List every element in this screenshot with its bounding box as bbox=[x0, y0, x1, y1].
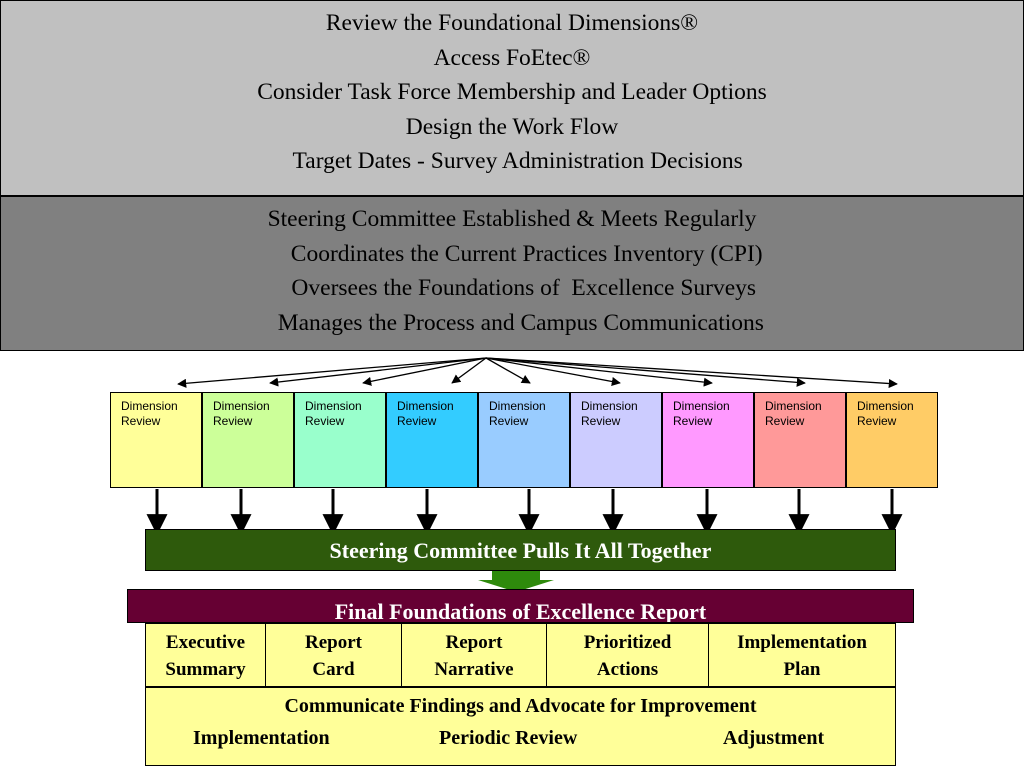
dimension-label: Dimension bbox=[857, 399, 914, 413]
steering-pulls-together-bar: Steering Committee Pulls It All Together bbox=[145, 529, 896, 571]
block-arrow-down bbox=[478, 571, 554, 592]
report-part-report-narrative: Report Narrative bbox=[402, 624, 547, 686]
report-part-line2: Summary bbox=[165, 659, 246, 680]
report-part-line1: Report bbox=[305, 632, 362, 653]
dimension-review-box-6: Dimension Review bbox=[570, 392, 662, 488]
fan-arrow-4 bbox=[451, 357, 487, 384]
steering-duty-2: Coordinates the Current Practices Invent… bbox=[261, 240, 763, 267]
periodic-review-label: Periodic Review bbox=[439, 727, 578, 749]
dimension-label: Dimension bbox=[121, 399, 178, 413]
communicate-title: Communicate Findings and Advocate for Im… bbox=[284, 695, 757, 717]
steering-duty-1: Steering Committee Established & Meets R… bbox=[267, 206, 757, 232]
fan-arrow-5 bbox=[485, 357, 531, 384]
steering-duty-3: Oversees the Foundations of Excellence S… bbox=[267, 275, 757, 301]
report-part-line1: Executive bbox=[165, 632, 246, 653]
report-part-implementation-plan: Implementation Plan bbox=[709, 624, 895, 686]
report-part-line2: Narrative bbox=[434, 659, 514, 680]
review-label: Review bbox=[213, 414, 253, 428]
dimension-label: Dimension bbox=[581, 399, 638, 413]
fan-arrow-3 bbox=[362, 357, 487, 386]
planning-step-2: Access FoEtec® bbox=[433, 44, 591, 71]
fan-out-arrows bbox=[177, 357, 898, 389]
planning-steps-text: Review the Foundational Dimensions® Acce… bbox=[1, 6, 1023, 179]
fan-arrow-2 bbox=[269, 357, 487, 387]
planning-steps-box: Review the Foundational Dimensions® Acce… bbox=[0, 0, 1024, 196]
planning-step-3: Consider Task Force Membership and Leade… bbox=[257, 79, 767, 105]
dimension-label: Dimension bbox=[765, 399, 822, 413]
review-label: Review bbox=[857, 414, 897, 428]
review-label: Review bbox=[305, 414, 345, 428]
dimension-review-box-8: Dimension Review bbox=[754, 392, 846, 488]
adjustment-label: Adjustment bbox=[723, 727, 825, 749]
dimension-review-row: Dimension Review Dimension Review Dimens… bbox=[110, 392, 939, 488]
report-part-report-card: Report Card bbox=[266, 624, 402, 686]
report-part-line1: Prioritized bbox=[583, 632, 672, 653]
report-part-prioritized-actions: Prioritized Actions bbox=[547, 624, 709, 686]
fan-arrow-7 bbox=[485, 357, 713, 387]
review-label: Review bbox=[397, 414, 437, 428]
report-part-line1: Implementation bbox=[737, 632, 867, 653]
steering-committee-text: Steering Committee Established & Meets R… bbox=[1, 202, 1023, 340]
planning-step-5: Target Dates - Survey Administration Dec… bbox=[281, 148, 743, 174]
report-part-line2: Card bbox=[312, 659, 355, 680]
dimension-review-box-9: Dimension Review bbox=[846, 392, 938, 488]
dimension-review-box-2: Dimension Review bbox=[202, 392, 294, 488]
fan-arrow-1 bbox=[177, 357, 487, 388]
dimension-review-box-4: Dimension Review bbox=[386, 392, 478, 488]
implementation-label: Implementation bbox=[193, 727, 330, 749]
report-parts-table: Executive Summary Report Card Report Nar… bbox=[145, 623, 896, 687]
dimension-label: Dimension bbox=[489, 399, 546, 413]
report-part-executive-summary: Executive Summary bbox=[146, 624, 266, 686]
fan-arrow-8 bbox=[485, 357, 806, 387]
review-label: Review bbox=[765, 414, 805, 428]
report-part-line2: Actions bbox=[596, 659, 659, 680]
dimension-review-box-7: Dimension Review bbox=[662, 392, 754, 488]
dimension-label: Dimension bbox=[213, 399, 270, 413]
review-label: Review bbox=[581, 414, 621, 428]
report-part-line1: Report bbox=[445, 632, 503, 653]
report-part-line2: Plan bbox=[783, 659, 821, 680]
dimension-review-box-5: Dimension Review bbox=[478, 392, 570, 488]
dimension-label: Dimension bbox=[673, 399, 730, 413]
down-arrows bbox=[146, 489, 903, 536]
review-label: Review bbox=[489, 414, 529, 428]
planning-step-1: Review the Foundational Dimensions® bbox=[325, 10, 699, 36]
steering-committee-box: Steering Committee Established & Meets R… bbox=[0, 196, 1024, 351]
planning-step-4: Design the Work Flow bbox=[405, 113, 619, 140]
dimension-review-box-1: Dimension Review bbox=[110, 392, 202, 488]
review-label: Review bbox=[673, 414, 713, 428]
final-report-bar: Final Foundations of Excellence Report bbox=[127, 589, 914, 623]
fan-arrow-6 bbox=[485, 357, 621, 386]
review-label: Review bbox=[121, 414, 161, 428]
steering-duty-4: Manages the Process and Campus Communica… bbox=[260, 309, 764, 336]
dimension-review-box-3: Dimension Review bbox=[294, 392, 386, 488]
dimension-label: Dimension bbox=[397, 399, 454, 413]
dimension-label: Dimension bbox=[305, 399, 362, 413]
fan-arrow-9 bbox=[485, 357, 898, 389]
communicate-findings-box: Communicate Findings and Advocate for Im… bbox=[145, 687, 896, 766]
